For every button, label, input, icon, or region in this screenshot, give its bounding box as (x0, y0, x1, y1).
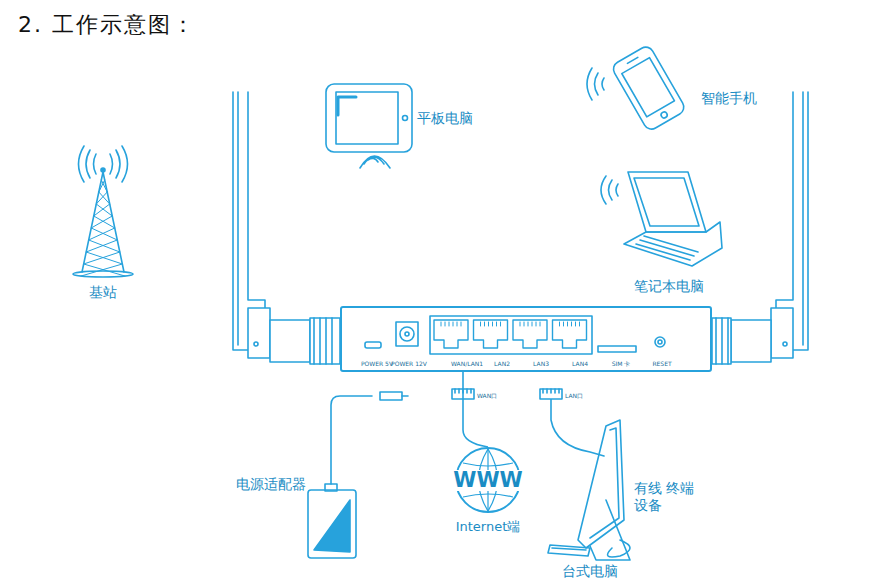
lan-socket (513, 320, 547, 348)
socket-pin (575, 322, 576, 326)
socket-pin (484, 322, 485, 326)
socket-pin (532, 322, 533, 326)
socket-pin (567, 322, 568, 326)
antenna-right (712, 92, 808, 364)
router-box: POWER 5VPOWER 12V WAN/LAN1 LAN2 LAN3 LAN4 SIM… (340, 306, 712, 372)
port-label: POWER 12V (391, 361, 427, 367)
socket-pin (445, 322, 446, 326)
socket-pin (449, 322, 450, 326)
power-adapter (308, 392, 408, 558)
lan-socket (434, 320, 468, 348)
socket-pin (457, 322, 458, 326)
lattice-stroke (91, 216, 115, 228)
lattice-stroke (94, 204, 112, 216)
port-label: POWER 5V (361, 361, 393, 367)
internet-globe: WWWInternet端 (455, 447, 521, 513)
port-label: WAN/LAN1 (451, 361, 483, 367)
tower-icon (73, 146, 133, 277)
adapter-label: 电源适配器 (236, 476, 306, 493)
port-label: RESET (652, 361, 671, 367)
desktop-icon (548, 420, 630, 560)
lattice-stroke (89, 228, 118, 240)
lattice-stroke (84, 252, 123, 264)
port-label: LAN4 (572, 361, 588, 367)
socket-pin (461, 322, 462, 326)
lattice-stroke (81, 264, 125, 276)
port-label: SIM 卡 (612, 361, 631, 367)
socket-pin (500, 322, 501, 326)
antenna-left (233, 92, 340, 364)
socket-pin (488, 322, 489, 326)
socket-pin (524, 322, 525, 326)
phone-label: 智能手机 (701, 90, 757, 107)
socket-pin (480, 322, 481, 326)
globe-meridian (463, 494, 513, 497)
socket-pin (571, 322, 572, 326)
globe-meridian (463, 463, 513, 466)
socket-pin (563, 322, 564, 326)
network-cable (463, 372, 488, 447)
lattice-stroke (96, 192, 109, 204)
tablet-label: 平板电脑 (417, 110, 473, 127)
terminal-label: 有线 终端设备 (634, 480, 696, 514)
router-ports (365, 316, 665, 354)
lattice-stroke (86, 240, 120, 252)
title: 2. 工作示意图： (18, 12, 196, 38)
desktop-label: 台式电脑 (562, 563, 618, 580)
wifi-waves (587, 68, 604, 100)
wan-port-label: WAN口 (477, 392, 497, 399)
lan-cable (540, 389, 604, 456)
lattice-stroke (99, 180, 107, 192)
port-label: LAN3 (533, 361, 549, 367)
tower-label: 基站 (89, 284, 117, 301)
socket-pin (520, 322, 521, 326)
socket-pin (536, 322, 537, 326)
port-label: LAN2 (494, 361, 510, 367)
lan-socket (553, 320, 587, 348)
laptop-icon (601, 172, 722, 266)
socket-pin (579, 322, 580, 326)
socket-pin (528, 322, 529, 326)
socket-pin (540, 322, 541, 326)
globe-caption: Internet端 (456, 519, 521, 535)
tablet-icon (326, 84, 412, 168)
socket-pin (559, 322, 560, 326)
lan-port-label: LAN口 (565, 392, 583, 399)
socket-pin (496, 322, 497, 326)
globe-www: WWW (452, 470, 524, 491)
socket-pin (441, 322, 442, 326)
laptop-label: 笔记本电脑 (634, 278, 704, 295)
phone-icon (611, 44, 687, 132)
lan-socket (474, 320, 508, 348)
socket-pin (453, 322, 454, 326)
socket-pin (492, 322, 493, 326)
